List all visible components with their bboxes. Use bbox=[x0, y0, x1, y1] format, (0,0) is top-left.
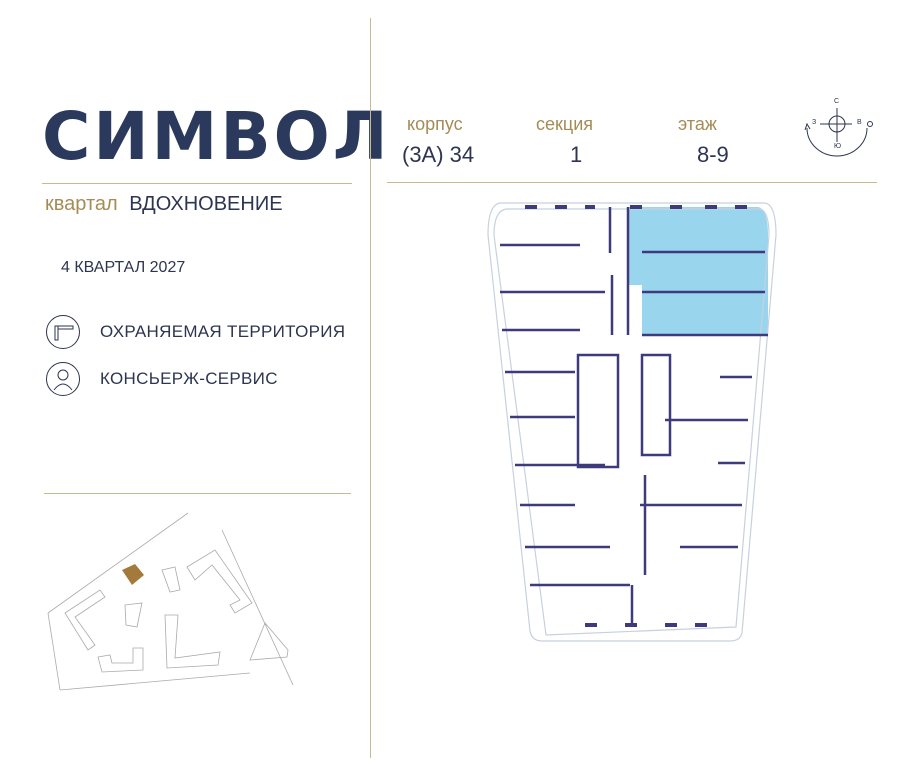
compass-south: Ю bbox=[834, 143, 842, 150]
floor-label: этаж bbox=[678, 114, 717, 134]
district-name: ВДОХНОВЕНИЕ bbox=[129, 193, 283, 215]
barrier-icon bbox=[46, 315, 80, 349]
logo: СИМВОЛ bbox=[42, 98, 391, 175]
section-label: секция bbox=[536, 114, 593, 134]
site-plan bbox=[47, 512, 294, 691]
section-value: 1 bbox=[570, 142, 583, 167]
building-value: (3А) 34 bbox=[402, 142, 475, 167]
vertical-divider bbox=[370, 18, 371, 758]
site-building-highlight bbox=[122, 564, 144, 585]
completion-date: 4 КВАРТАЛ 2027 bbox=[61, 259, 186, 276]
compass-east: В bbox=[857, 119, 862, 126]
compass-icon: С Ю З В bbox=[800, 98, 880, 158]
selected-apartment bbox=[628, 207, 768, 335]
floor-value: 8-9 bbox=[697, 142, 729, 167]
compass-west: З bbox=[812, 119, 817, 126]
compass-north: С bbox=[834, 98, 840, 105]
floor-plan bbox=[487, 202, 777, 642]
district-prefix: квартал bbox=[45, 193, 118, 215]
feature-concierge: КОНСЬЕРЖ-СЕРВИС bbox=[100, 369, 278, 388]
feature-guarded: ОХРАНЯЕМАЯ ТЕРРИТОРИЯ bbox=[100, 322, 346, 341]
concierge-icon bbox=[46, 362, 80, 396]
divider bbox=[44, 493, 351, 494]
district: квартал ВДОХНОВЕНИЕ bbox=[45, 193, 283, 216]
divider bbox=[42, 183, 352, 184]
divider bbox=[387, 182, 877, 183]
building-label: корпус bbox=[407, 114, 463, 134]
